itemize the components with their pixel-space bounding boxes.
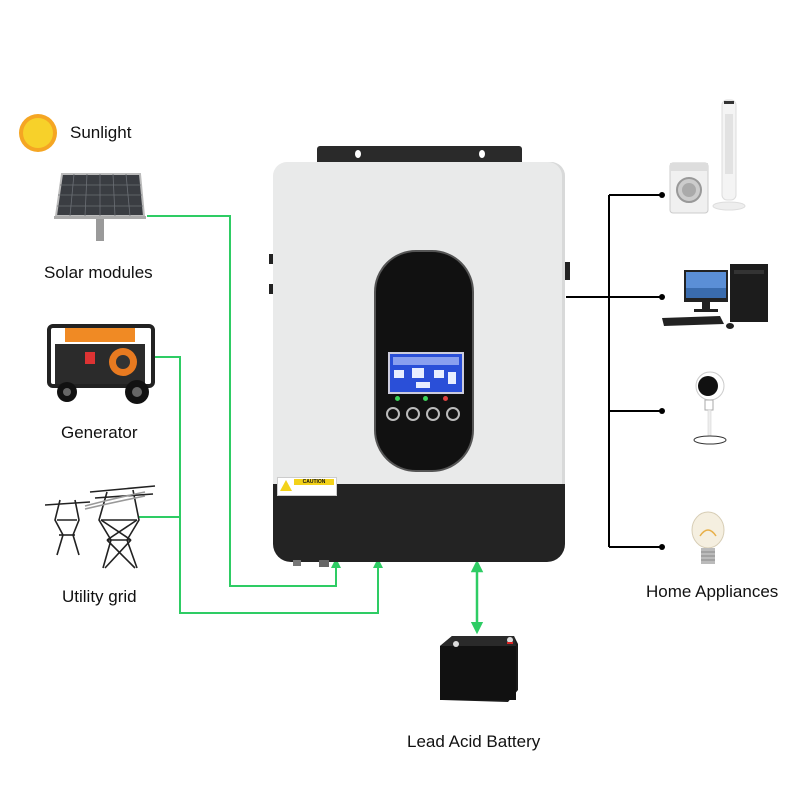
enter-button[interactable] bbox=[446, 407, 460, 421]
indicator-ac-inv bbox=[395, 396, 400, 401]
indicator-fault bbox=[443, 396, 448, 401]
lcd-screen bbox=[388, 352, 464, 394]
solar-wire bbox=[147, 215, 341, 587]
caution-text: CAUTION bbox=[294, 479, 334, 485]
terminal bbox=[319, 560, 329, 567]
control-panel bbox=[374, 250, 474, 472]
washing-machine-icon bbox=[669, 162, 709, 214]
utility-grid-label: Utility grid bbox=[62, 587, 137, 606]
solar-modules-label: Solar modules bbox=[44, 263, 153, 282]
inverter: CAUTION bbox=[269, 144, 570, 567]
mounting-bracket bbox=[317, 146, 522, 164]
indicator-chg bbox=[423, 396, 428, 401]
inverter-base bbox=[273, 484, 565, 562]
generator-label: Generator bbox=[61, 423, 138, 442]
home-appliances-label: Home Appliances bbox=[646, 582, 779, 601]
esc-button[interactable] bbox=[386, 407, 400, 421]
solar-panel-icon bbox=[52, 170, 148, 250]
warning-icon bbox=[280, 480, 292, 491]
tower-fan-icon bbox=[712, 98, 746, 213]
sun-icon bbox=[18, 113, 58, 153]
caution-sticker: CAUTION bbox=[277, 477, 337, 496]
battery-icon bbox=[438, 632, 522, 704]
generator-wire bbox=[155, 356, 383, 614]
desk-fan-icon bbox=[688, 370, 732, 446]
output-bus-dots bbox=[659, 192, 665, 550]
utility-grid-icon bbox=[44, 480, 157, 570]
output-bus bbox=[566, 194, 662, 548]
up-button[interactable] bbox=[406, 407, 420, 421]
generator-icon bbox=[45, 322, 157, 410]
desktop-computer-icon bbox=[660, 262, 772, 334]
terminal bbox=[293, 560, 301, 566]
sunlight-label: Sunlight bbox=[70, 123, 132, 142]
light-bulb-icon bbox=[688, 510, 728, 570]
battery-label: Lead Acid Battery bbox=[407, 732, 541, 751]
down-button[interactable] bbox=[426, 407, 440, 421]
